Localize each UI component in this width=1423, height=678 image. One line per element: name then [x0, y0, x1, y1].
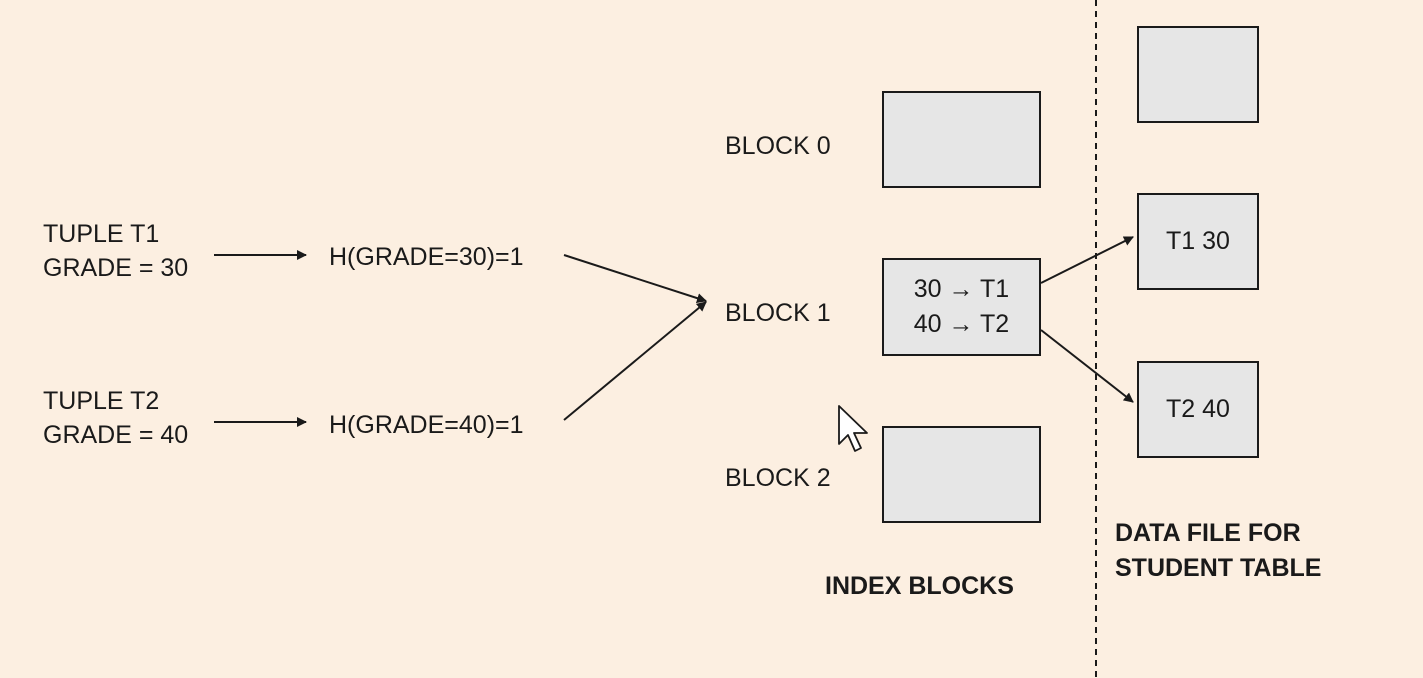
index-entry-40: 40 → T2	[913, 310, 1010, 338]
data-file-caption: DATA FILE FOR STUDENT TABLE	[1115, 516, 1321, 586]
index-block-2	[882, 426, 1041, 523]
tuple-t1-name: TUPLE T1	[43, 220, 160, 248]
arrow-hash1-to-block1	[563, 254, 707, 303]
data-record-t2-text: T2 40	[1166, 395, 1230, 423]
tuple-t2-label: TUPLE T2 GRADE = 40	[43, 384, 188, 452]
block-1-label: BLOCK 1	[725, 299, 831, 327]
data-file-caption-line2: STUDENT TABLE	[1115, 554, 1322, 582]
arrow-block1-to-t1-record	[1040, 236, 1134, 284]
index-block-0	[882, 91, 1041, 188]
arrow-block1-to-t2-record	[1040, 329, 1134, 403]
tuple-t2-grade: GRADE = 40	[43, 421, 189, 449]
data-record-empty	[1137, 26, 1259, 123]
data-file-caption-line1: DATA FILE FOR	[1115, 519, 1301, 547]
data-record-t1: T1 30	[1137, 193, 1259, 290]
block-0-label: BLOCK 0	[725, 132, 831, 160]
block-2-label: BLOCK 2	[725, 464, 831, 492]
arrow-hash2-to-block1	[563, 301, 707, 421]
data-record-t2: T2 40	[1137, 361, 1259, 458]
index-block-1: 30 → T1 40 → T2	[882, 258, 1041, 356]
data-record-t1-text: T1 30	[1166, 227, 1230, 255]
tuple-t1-grade: GRADE = 30	[43, 254, 189, 282]
hash-t2-label: H(GRADE=40)=1	[329, 411, 524, 439]
mouse-cursor-icon	[838, 405, 868, 452]
index-entry-30: 30 → T1	[913, 275, 1010, 303]
tuple-t1-label: TUPLE T1 GRADE = 30	[43, 217, 188, 285]
hash-t1-label: H(GRADE=30)=1	[329, 243, 524, 271]
tuple-t2-name: TUPLE T2	[43, 387, 160, 415]
index-blocks-caption: INDEX BLOCKS	[825, 572, 1014, 600]
